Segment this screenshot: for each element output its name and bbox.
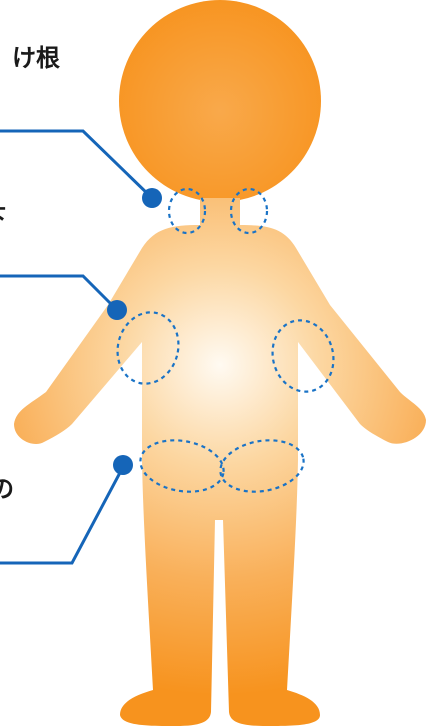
groin-marker-dot — [113, 455, 133, 475]
neck-marker-dot — [142, 188, 162, 208]
head-shape — [119, 0, 321, 202]
armpit-leader-line — [0, 276, 117, 310]
groin-leader-line — [0, 467, 123, 563]
armpit-marker-dot — [107, 300, 127, 320]
